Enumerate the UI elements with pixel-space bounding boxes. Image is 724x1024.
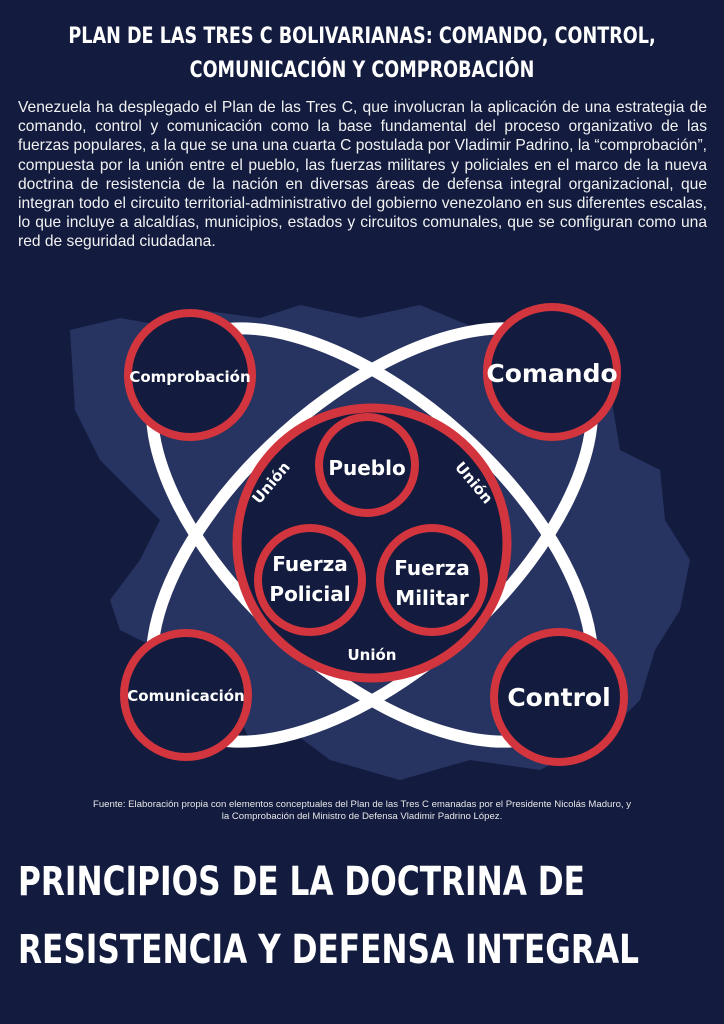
section-heading-line-1: PRINCIPIOS DE LA DOCTRINA DE	[18, 859, 585, 905]
fuerza-policial-circle	[254, 524, 366, 636]
source-line-1: Fuente: Elaboración propia con elementos…	[92, 799, 632, 810]
title-line-1: PLAN DE LAS TRES C BOLIVARIANAS: COMANDO…	[68, 24, 656, 49]
label-comando: Comando	[486, 359, 617, 388]
label-fuerza-policial-1: Fuerza	[272, 552, 347, 576]
label-pueblo: Pueblo	[328, 456, 405, 480]
fuerza-militar-circle	[376, 524, 488, 636]
label-control: Control	[507, 683, 610, 712]
comprobacion-circle	[124, 309, 256, 441]
section-heading-line-2: RESISTENCIA Y DEFENSA INTEGRAL	[18, 927, 639, 973]
label-union-bottom: Unión	[348, 646, 397, 664]
title-line-2: COMUNICACIÓN Y COMPROBACIÓN	[189, 58, 535, 83]
label-comprobacion: Comprobación	[129, 368, 250, 386]
three-c-diagram: Comprobación Comando Comunicación Contro…	[70, 303, 690, 780]
pueblo-circle	[315, 413, 419, 517]
comunicacion-circle	[120, 629, 252, 761]
control-circle	[490, 628, 628, 766]
label-fuerza-militar-2: Militar	[395, 586, 469, 610]
source-line-2: la Comprobación del Ministro de Defensa …	[221, 811, 503, 822]
section-heading: PRINCIPIOS DE LA DOCTRINA DE RESISTENCIA…	[18, 848, 639, 984]
label-fuerza-militar-1: Fuerza	[394, 556, 469, 580]
source-note: Fuente: Elaboración propia con elementos…	[20, 799, 704, 823]
label-fuerza-policial-2: Policial	[269, 582, 350, 606]
page-title: PLAN DE LAS TRES C BOLIVARIANAS: COMANDO…	[0, 20, 724, 90]
comando-circle	[483, 303, 621, 441]
intro-paragraph: Venezuela ha desplegado el Plan de las T…	[18, 99, 707, 251]
label-comunicacion: Comunicación	[127, 687, 244, 705]
